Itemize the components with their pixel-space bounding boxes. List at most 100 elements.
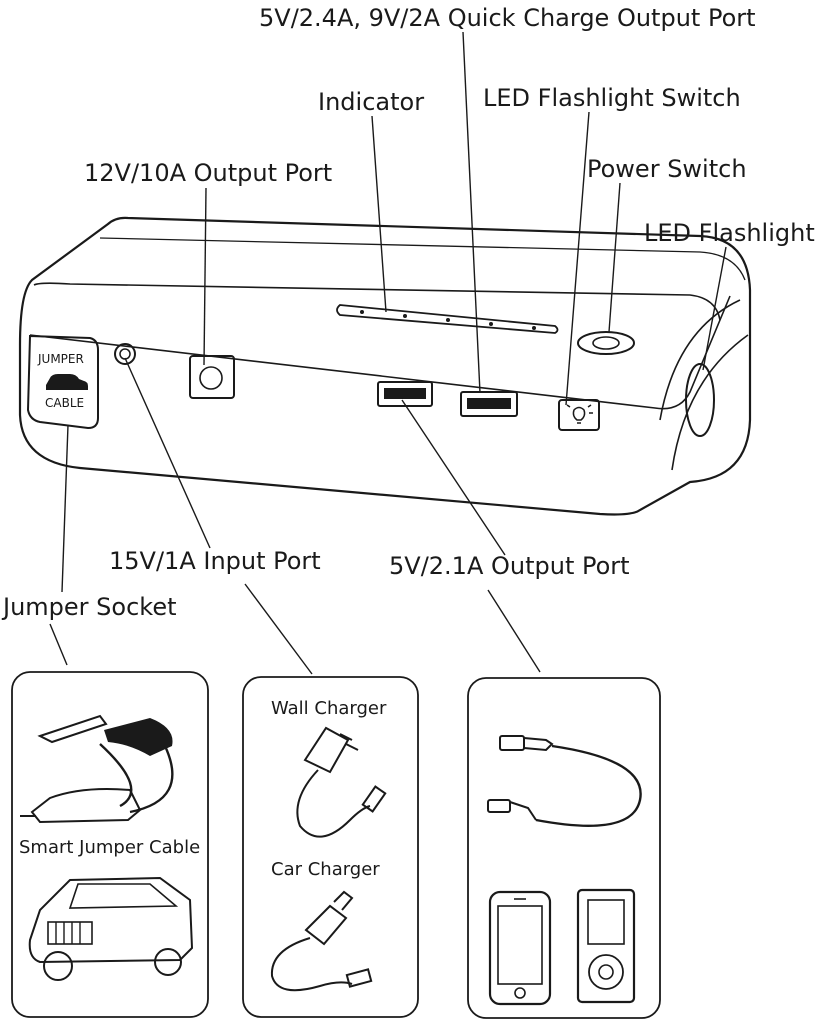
black-clamp-icon <box>104 718 173 756</box>
red-clamp-icon <box>37 714 108 744</box>
leader-12v <box>203 187 207 366</box>
callout-5v-output-port: 5V/2.1A Output Port <box>389 552 630 580</box>
leader-jumper-socket-b <box>49 623 68 666</box>
car-charger-plug-icon <box>345 968 373 988</box>
media-player-wheel <box>588 954 624 990</box>
indicator-led-4 <box>489 322 493 326</box>
leader-5v-output-a <box>401 399 506 556</box>
usb-port-qc-frame <box>460 391 518 417</box>
media-player-screen <box>587 899 625 945</box>
wall-adapter-prong-1 <box>339 733 353 741</box>
power-switch <box>577 331 635 355</box>
device-outline <box>18 216 752 516</box>
wall-charger-label: Wall Charger <box>271 698 387 719</box>
car-charger-illustration <box>270 890 373 992</box>
leader-jumper-socket-a <box>61 424 69 593</box>
leader-lines <box>49 31 727 675</box>
micro-usb-plug-neck <box>509 801 537 821</box>
suv-body <box>28 876 194 964</box>
usb-port-5v <box>377 381 433 407</box>
wall-adapter-prong-2 <box>345 743 359 751</box>
media-player-icon <box>576 888 636 1004</box>
usb-devices-box <box>467 677 661 1019</box>
indicator-led-1 <box>360 310 364 314</box>
led-flashlight <box>685 363 715 437</box>
led-flashlight-switch <box>558 399 600 431</box>
callout-led-flashlight-switch: LED Flashlight Switch <box>483 84 741 112</box>
suv-rear-wheel <box>154 948 182 976</box>
suv-windshield <box>68 883 179 909</box>
leader-indicator <box>371 115 387 313</box>
car-icon <box>46 374 88 390</box>
callout-input-port: 15V/1A Input Port <box>109 547 321 575</box>
usb-a-plug-neck <box>523 737 554 752</box>
micro-usb-plug-icon <box>487 799 511 813</box>
callout-indicator: Indicator <box>318 88 424 116</box>
jumper-socket: JUMPER CABLE <box>26 334 99 430</box>
smartphone-illustration <box>488 890 552 1006</box>
jumper-socket-label-1: JUMPER <box>37 352 84 366</box>
leader-quick-charge <box>462 31 481 394</box>
input-port-pin <box>119 348 131 360</box>
jumper-socket-outline <box>26 334 99 430</box>
wall-charger-cord <box>296 769 371 838</box>
car-charger-tip-icon <box>333 890 354 911</box>
media-player-illustration <box>576 888 636 1004</box>
smart-jumper-cable-label: Smart Jumper Cable <box>19 837 200 858</box>
device-top-edge <box>33 282 721 321</box>
car-charger-cord <box>270 937 353 992</box>
12v-output-socket <box>199 366 223 390</box>
chargers-box-frame <box>242 676 419 1018</box>
indicator-led-2 <box>403 314 407 318</box>
wall-charger-illustration <box>296 726 387 838</box>
usb-port-5v-slot <box>384 388 426 399</box>
usb-cable-cord <box>535 744 642 827</box>
clamp-cables <box>99 743 174 814</box>
power-switch-icon <box>592 336 620 350</box>
12v-output-port <box>189 355 235 399</box>
device-end-cap <box>659 299 749 471</box>
callout-jumper-socket: Jumper Socket <box>1 593 177 621</box>
callout-quick-charge-port: 5V/2.4A, 9V/2A Quick Charge Output Port <box>259 4 756 32</box>
leader-5v-output-b <box>487 589 541 673</box>
jumper-box-frame <box>11 671 209 1018</box>
jumper-cable-box: Smart Jumper Cable <box>11 671 209 1018</box>
usb-box-frame <box>467 677 661 1019</box>
indicator-led-5 <box>532 326 536 330</box>
media-player-center-button <box>598 964 614 980</box>
leader-led-flashlight <box>702 246 727 371</box>
callout-12v-output-port: 12V/10A Output Port <box>84 159 332 187</box>
smart-cable-box-icon <box>30 788 142 824</box>
device-front-seam <box>29 295 731 410</box>
smartphone-home-button <box>514 987 526 999</box>
indicator-led-3 <box>446 318 450 322</box>
usb-a-plug-icon <box>499 735 525 751</box>
indicator-dots <box>360 310 536 330</box>
car-charger-label: Car Charger <box>271 859 380 880</box>
usb-port-qc-slot <box>467 398 511 409</box>
callout-power-switch: Power Switch <box>587 155 747 183</box>
jumper-clamp-illustration <box>20 714 174 824</box>
input-port <box>114 343 136 365</box>
jumper-socket-label-2: CABLE <box>45 396 84 410</box>
suv-grille-bars <box>55 922 81 944</box>
smartphone-screen <box>497 905 543 985</box>
indicator-strip <box>336 304 559 334</box>
wall-adapter-icon <box>303 726 350 774</box>
suv-front-wheel <box>43 951 73 981</box>
wall-charger-plug-icon <box>361 785 387 813</box>
suv-grille <box>47 921 93 945</box>
leader-power-switch <box>608 182 621 333</box>
smartphone-icon <box>488 890 552 1006</box>
callout-led-flashlight: LED Flashlight <box>644 219 815 247</box>
chargers-box: Wall Charger Car Charger <box>242 676 419 1018</box>
bulb-icon <box>566 404 593 424</box>
usb-port-5v-frame <box>377 381 433 407</box>
usb-cable-illustration <box>487 735 642 827</box>
device-top-panel-line <box>99 237 746 281</box>
leader-input-port-b <box>244 583 313 675</box>
leader-input-port-a <box>124 357 211 549</box>
leader-flashlight-switch <box>565 111 590 406</box>
